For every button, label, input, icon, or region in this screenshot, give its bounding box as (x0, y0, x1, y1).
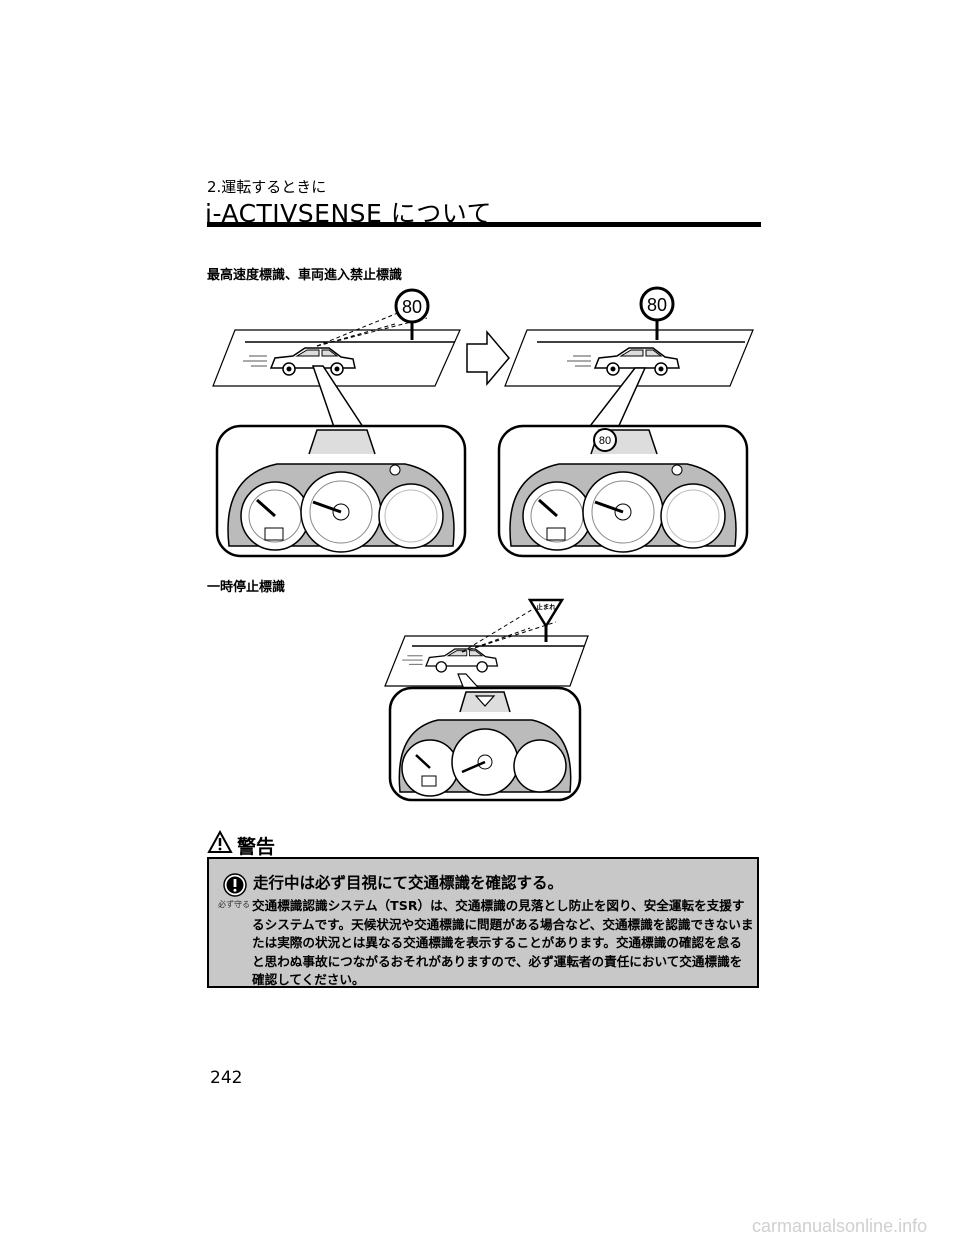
title-rule (207, 222, 761, 227)
warning-body: 交通標識認識システム（TSR）は、交通標識の見落とし防止を図り、安全運転を支援す… (252, 898, 754, 987)
cluster-speed-sign: 80 (599, 435, 611, 447)
speed-sign-right: 80 (647, 295, 667, 315)
stop-sign-heading: 一時停止標識 (207, 580, 286, 595)
warning-headline: 走行中は必ず目視にて交通標識を確認する。 (253, 874, 564, 892)
must-follow-label: 必ず守る (218, 900, 250, 909)
speed-limit-illustration: 80 80 80 (212, 286, 754, 558)
exclamation-icon (223, 873, 247, 897)
speed-limit-heading: 最高速度標識、車両進入禁止標識 (207, 268, 403, 283)
stop-sign-text: 止まれ (536, 602, 556, 611)
warning-triangle-icon (207, 830, 233, 853)
watermark: carmanualsonline.info (752, 1216, 928, 1236)
page-number: 242 (210, 1068, 243, 1088)
stop-sign-illustration: 止まれ (384, 598, 589, 802)
speed-sign-left: 80 (402, 297, 422, 317)
chapter-label: 2.運転するときに (207, 178, 327, 196)
warning-label: 警告 (237, 836, 276, 858)
warning-box: 必ず守る 走行中は必ず目視にて交通標識を確認する。 交通標識認識システム（TSR… (207, 857, 759, 988)
